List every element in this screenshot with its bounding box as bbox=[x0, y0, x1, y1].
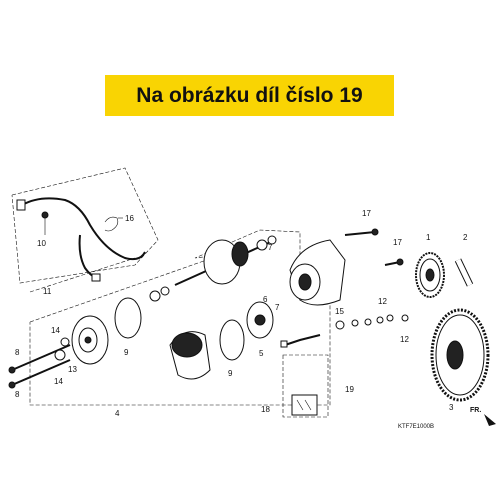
brush-center bbox=[254, 314, 266, 326]
bolt-lower bbox=[11, 359, 71, 386]
o-ring-13 bbox=[54, 349, 66, 361]
callout-8-upper: 8 bbox=[15, 348, 20, 357]
harness-wire bbox=[21, 197, 146, 261]
callout-10: 10 bbox=[37, 239, 46, 248]
callout-17-upper: 17 bbox=[362, 209, 371, 218]
bolt-17-upper-head bbox=[371, 228, 379, 236]
front-cover bbox=[54, 315, 109, 365]
callout-12-lower: 12 bbox=[400, 335, 409, 344]
housing-bore bbox=[298, 273, 312, 291]
banner-text: Na obrázku díl číslo 19 bbox=[136, 83, 363, 107]
nut-12-lower bbox=[401, 314, 409, 322]
terminal-cable bbox=[284, 334, 321, 346]
diagram-code: KTF7E1000B bbox=[398, 424, 434, 430]
callout-18: 18 bbox=[261, 405, 270, 414]
callout-17-lower: 17 bbox=[393, 238, 402, 247]
callout-14-lower: 14 bbox=[54, 377, 63, 386]
callout-19: 19 bbox=[345, 385, 354, 394]
part-19-outline bbox=[282, 354, 329, 418]
callout-9-right: 9 bbox=[228, 369, 233, 378]
callout-8-lower: 8 bbox=[15, 390, 20, 399]
callout-4: 4 bbox=[115, 409, 120, 418]
direction-arrow-icon bbox=[484, 414, 496, 426]
o-ring-left bbox=[114, 297, 142, 339]
direction-label: FR. bbox=[470, 407, 481, 414]
yoke-opening bbox=[171, 332, 203, 358]
nut-15a bbox=[351, 319, 359, 327]
assembly-leader bbox=[29, 257, 136, 293]
gear-1 bbox=[415, 252, 445, 298]
washer-15 bbox=[335, 320, 345, 330]
callout-12-upper: 12 bbox=[378, 297, 387, 306]
long-bolts bbox=[8, 344, 71, 389]
callout-7-lower: 7 bbox=[275, 303, 280, 312]
armature-washer-4 bbox=[160, 286, 170, 296]
part-19-box bbox=[282, 354, 329, 418]
callout-14-upper: 14 bbox=[51, 326, 60, 335]
armature-commutator bbox=[231, 241, 249, 267]
callout-2: 2 bbox=[463, 233, 468, 242]
wire-clamp bbox=[104, 216, 119, 232]
terminal-end bbox=[280, 340, 288, 348]
harness-terminal bbox=[91, 273, 101, 282]
armature-washer-2 bbox=[267, 235, 277, 245]
callout-11: 11 bbox=[43, 287, 52, 296]
callout-15: 15 bbox=[335, 307, 344, 316]
o-ring-right bbox=[219, 319, 245, 361]
callout-13: 13 bbox=[68, 365, 77, 374]
armature bbox=[149, 235, 277, 302]
callout-3: 3 bbox=[449, 403, 454, 412]
nut-15c bbox=[376, 316, 384, 324]
small-hardware bbox=[335, 314, 409, 330]
bolt-17-lower-head bbox=[396, 258, 404, 266]
bolt-upper bbox=[11, 344, 71, 371]
part-18-kit bbox=[291, 394, 318, 416]
nut-12 bbox=[386, 314, 394, 322]
bolt-17-upper bbox=[344, 231, 376, 236]
front-direction-arrow: FR. bbox=[470, 407, 496, 426]
callout-9-left: 9 bbox=[124, 348, 129, 357]
gear-3 bbox=[430, 308, 490, 402]
part-number-banner: Na obrázku díl číslo 19 bbox=[105, 75, 394, 116]
bolt-head-lower bbox=[8, 381, 16, 389]
harness-connector bbox=[16, 199, 26, 211]
harness-bolt bbox=[41, 211, 49, 219]
starter-assembly-outline bbox=[29, 229, 331, 406]
gear-3-hub bbox=[446, 340, 464, 370]
front-cover-bearing bbox=[84, 336, 92, 344]
motor-yoke bbox=[169, 331, 211, 380]
part-18-detail bbox=[296, 399, 312, 411]
armature-washer-1 bbox=[256, 239, 268, 251]
callout-7-upper: 7 bbox=[268, 243, 273, 252]
bolt-head-upper bbox=[8, 366, 16, 374]
armature-washer-3 bbox=[149, 290, 161, 302]
clutch-housing bbox=[289, 239, 346, 306]
callout-1: 1 bbox=[426, 233, 431, 242]
gear-1-hub bbox=[425, 268, 435, 282]
shaft-2 bbox=[455, 258, 473, 287]
callout-16: 16 bbox=[125, 214, 134, 223]
harness-outline bbox=[11, 167, 159, 284]
callout-6: 6 bbox=[263, 295, 268, 304]
brush-holder bbox=[246, 301, 274, 339]
washer bbox=[60, 337, 70, 347]
callout-5: 5 bbox=[259, 349, 264, 358]
wire-harness-group bbox=[11, 167, 159, 284]
nut-15b bbox=[364, 318, 372, 326]
